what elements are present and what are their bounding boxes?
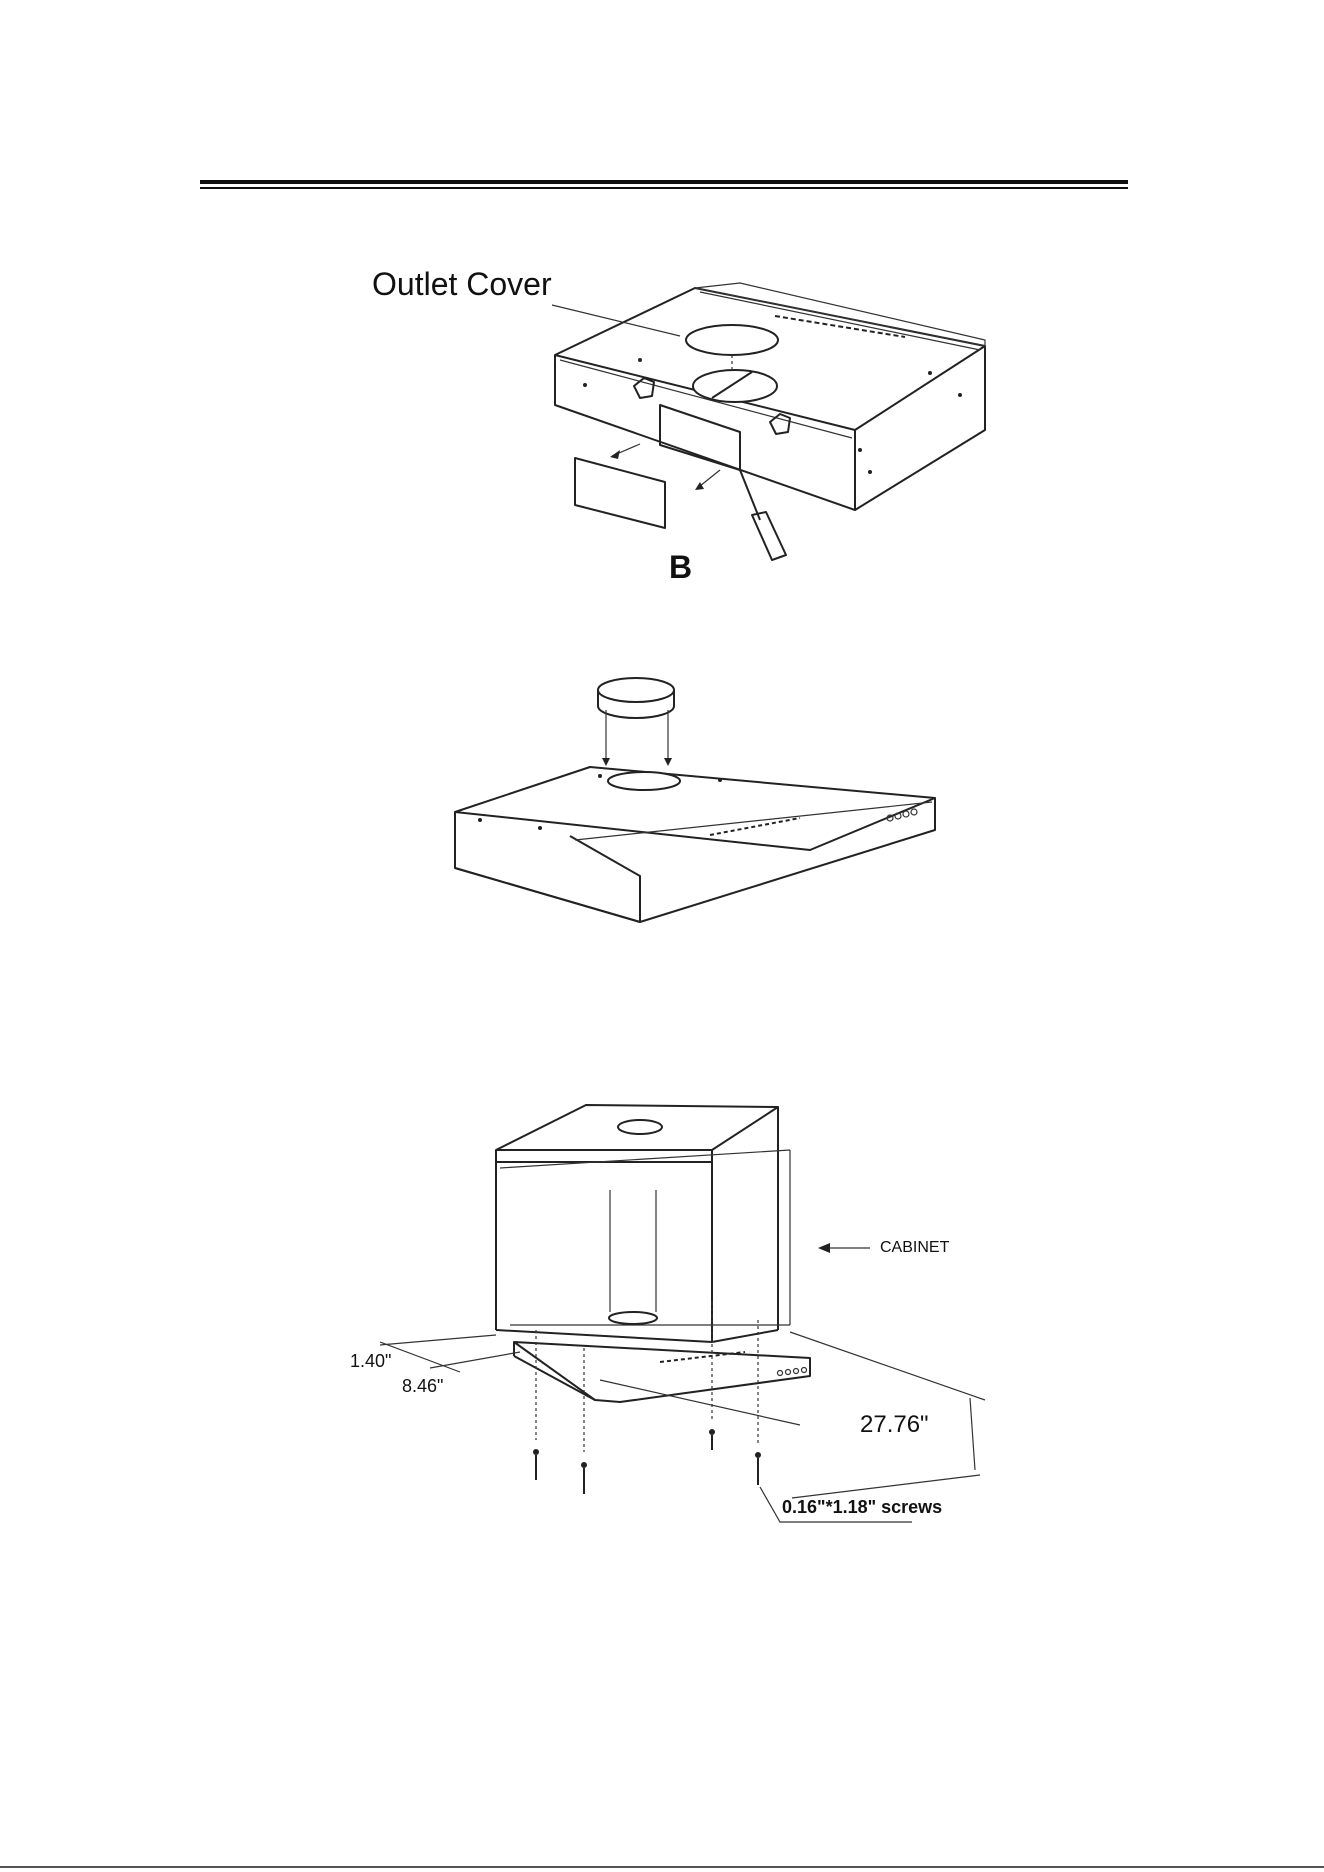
figure-b-outlet-cover: Outlet Cover B bbox=[0, 0, 1324, 600]
screw-icon bbox=[755, 1320, 761, 1485]
range-hood-damper-illustration bbox=[0, 640, 1324, 940]
outlet-hole bbox=[608, 772, 680, 790]
outlet-cover-label: Outlet Cover bbox=[372, 268, 552, 300]
vent-slots bbox=[660, 1352, 745, 1362]
dimension-8-46: 8.46" bbox=[402, 1377, 443, 1395]
knockout-opening bbox=[660, 405, 740, 470]
duct-pipe bbox=[609, 1190, 657, 1324]
outlet-cover-leader bbox=[552, 305, 680, 336]
dimension-1-40: 1.40" bbox=[350, 1352, 391, 1370]
figure-letter-b: B bbox=[669, 551, 692, 583]
cabinet-outline bbox=[496, 1105, 790, 1342]
screw-icon bbox=[581, 1348, 587, 1494]
range-hood-top-view-illustration bbox=[0, 0, 1324, 600]
dimension-27-76: 27.76" bbox=[860, 1413, 929, 1437]
outlet-cover-disc bbox=[686, 325, 778, 355]
screw-size-label: 0.16"*1.18" screws bbox=[782, 1498, 942, 1516]
removed-knockout-plate bbox=[575, 458, 665, 528]
figure-c-damper-install bbox=[0, 640, 1324, 940]
screw-icon bbox=[533, 1330, 539, 1480]
cabinet-mounting-illustration bbox=[0, 1080, 1324, 1540]
bottom-scan-edge bbox=[0, 1866, 1324, 1868]
outlet-hole bbox=[693, 370, 777, 402]
figure-d-cabinet-mounting: CABINET 1.40" 8.46" 27.76" 0.16"*1.18" s… bbox=[0, 1080, 1324, 1540]
duct-adapter-ring bbox=[598, 678, 674, 766]
control-buttons bbox=[778, 1368, 807, 1376]
cabinet-label: CABINET bbox=[880, 1240, 949, 1256]
